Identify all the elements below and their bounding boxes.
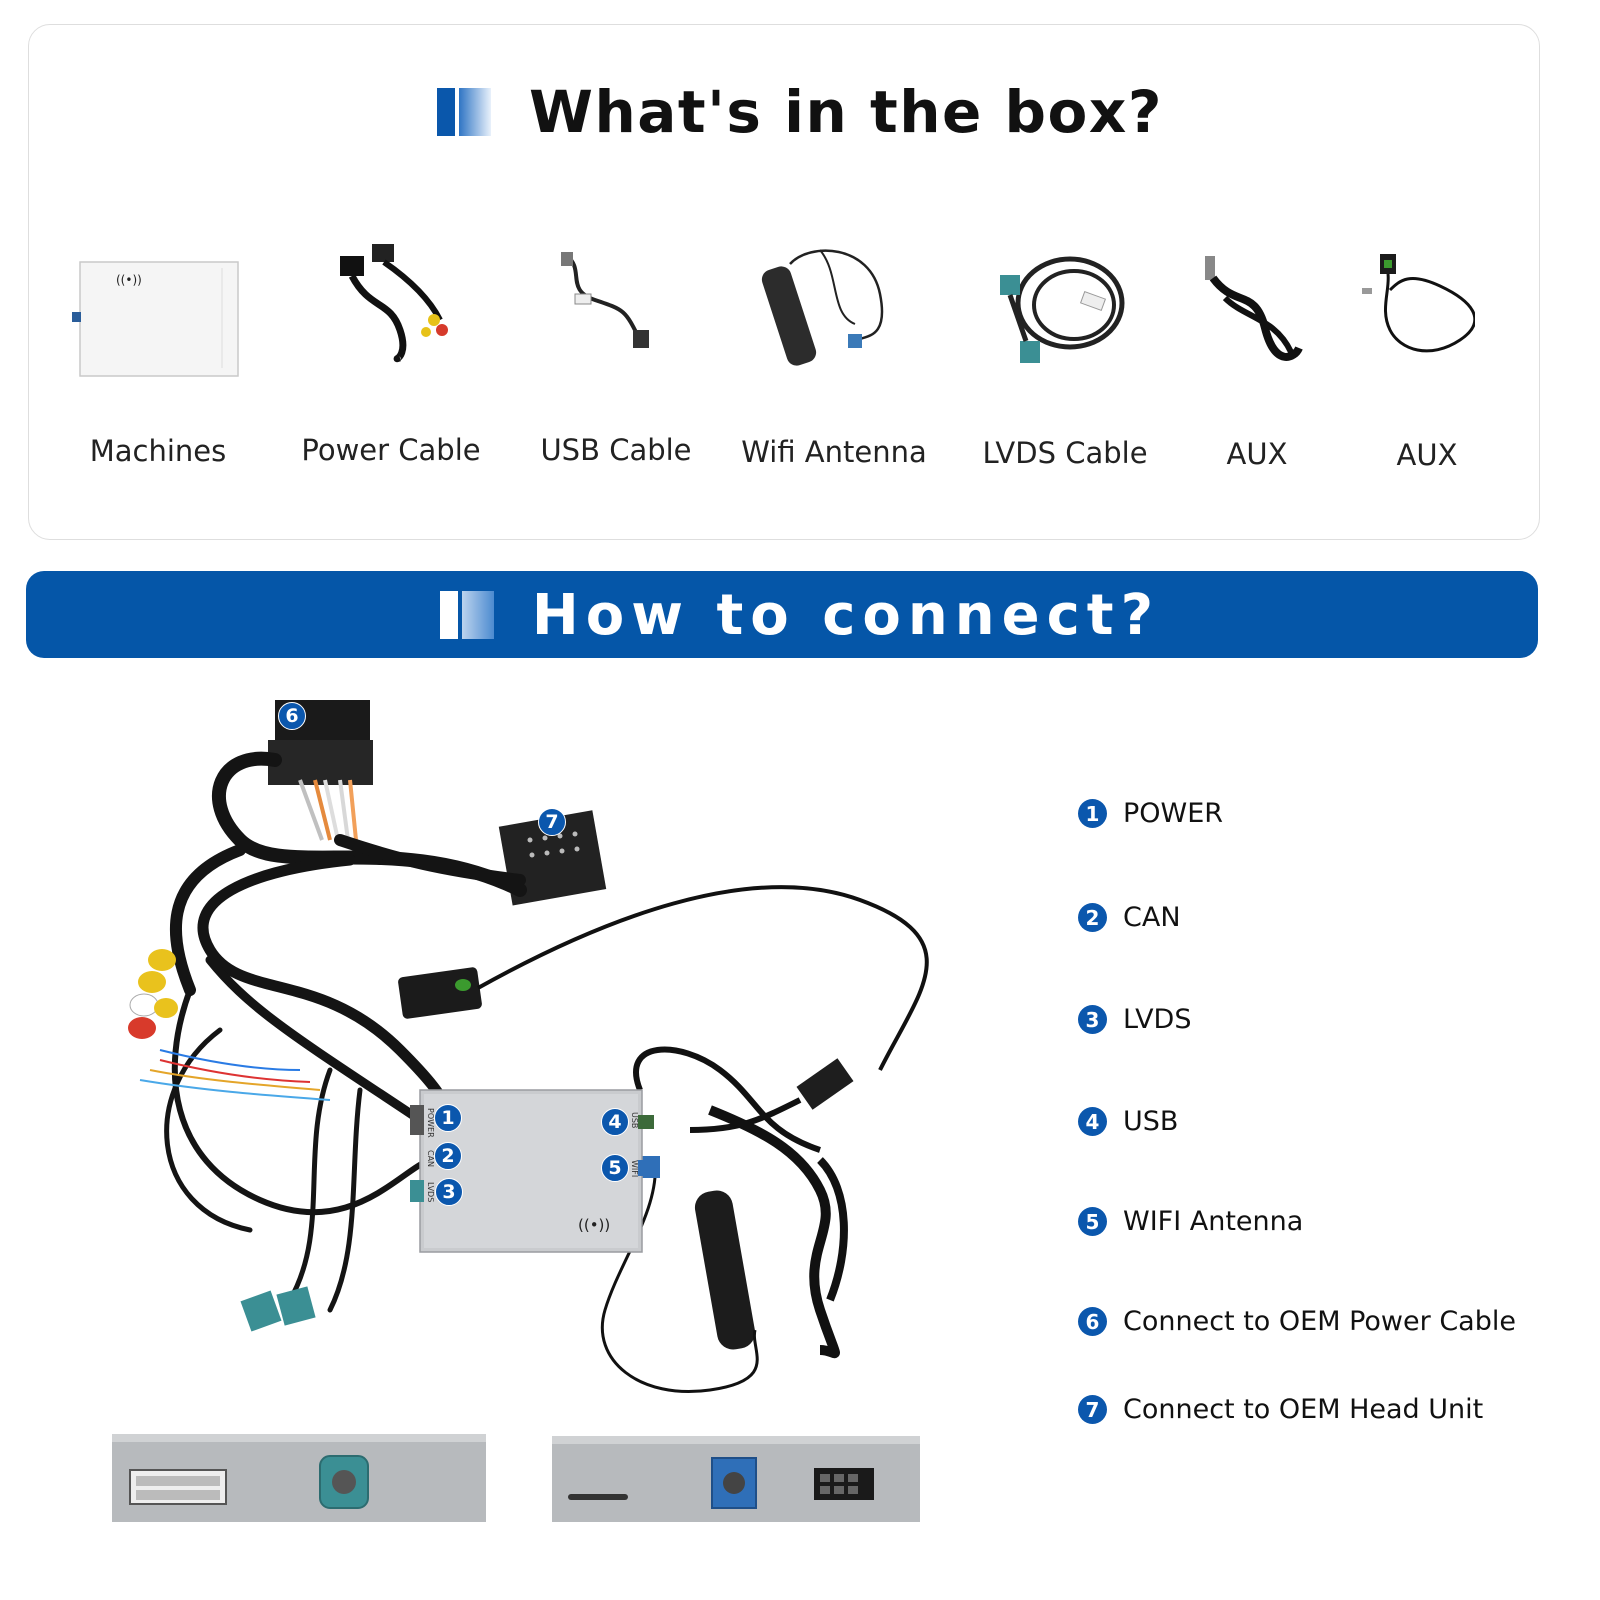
legend-badge: 4 — [1078, 1107, 1107, 1136]
diagram-badge-3: 3 — [435, 1178, 463, 1206]
item-label: AUX — [1396, 438, 1458, 472]
svg-text:((•)): ((•)) — [116, 273, 142, 287]
legend-text: LVDS — [1123, 1004, 1192, 1035]
svg-text:((•)): ((•)) — [578, 1216, 610, 1234]
legend-item-oem-power: 6 Connect to OEM Power Cable — [1078, 1306, 1516, 1337]
item-label: Power Cable — [301, 433, 481, 467]
legend-text: POWER — [1123, 798, 1224, 829]
connect-banner — [26, 571, 1538, 658]
port-label-power: POWER — [426, 1108, 435, 1138]
legend-item-oem-head-unit: 7 Connect to OEM Head Unit — [1078, 1394, 1483, 1425]
diagram-badge-1: 1 — [434, 1104, 462, 1132]
aux-cable-image — [1195, 248, 1310, 368]
diagram-badge-5: 5 — [601, 1154, 629, 1182]
box-section-title: What's in the box? — [529, 78, 1163, 146]
diagram-badge-7: 7 — [538, 808, 566, 836]
item-label: USB Cable — [540, 433, 692, 467]
connect-title-row: How to connect? — [0, 583, 1600, 648]
legend-item-lvds: 3 LVDS — [1078, 1004, 1191, 1035]
usb-cable-image — [555, 250, 665, 360]
title-bars-icon — [439, 591, 494, 639]
diagram-badge-2: 2 — [434, 1142, 462, 1170]
title-bars-icon — [437, 88, 492, 136]
port-label-wifi: WIFI — [630, 1160, 639, 1178]
legend-item-power: 1 POWER — [1078, 798, 1223, 829]
port-label-lvds: LVDS — [426, 1182, 435, 1203]
legend-text: WIFI Antenna — [1123, 1206, 1304, 1237]
machine-box-image: ((•)) — [72, 258, 242, 380]
item-label: Machines — [89, 434, 227, 468]
item-label: LVDS Cable — [982, 436, 1148, 470]
port-side-view-right — [552, 1436, 920, 1526]
legend-text: CAN — [1123, 902, 1181, 933]
port-label-can: CAN — [426, 1150, 435, 1168]
legend-badge: 6 — [1078, 1307, 1107, 1336]
legend-badge: 7 — [1078, 1395, 1107, 1424]
wifi-antenna-image — [760, 244, 895, 369]
aux-module-cable-image — [1360, 250, 1477, 360]
connect-section-title: How to connect? — [531, 582, 1161, 648]
port-label-usb: USB — [630, 1112, 639, 1129]
power-cable-image — [330, 240, 460, 370]
diagram-badge-4: 4 — [601, 1108, 629, 1136]
legend-badge: 3 — [1078, 1005, 1107, 1034]
lvds-cable-image — [990, 245, 1130, 370]
wiring-diagram: ((•)) — [100, 690, 940, 1420]
legend-text: Connect to OEM Head Unit — [1123, 1394, 1484, 1425]
legend-badge: 2 — [1078, 903, 1107, 932]
legend-item-usb: 4 USB — [1078, 1106, 1178, 1137]
legend-item-can: 2 CAN — [1078, 902, 1181, 933]
legend-item-wifi: 5 WIFI Antenna — [1078, 1206, 1303, 1237]
port-side-view-left — [112, 1434, 486, 1526]
item-label: AUX — [1226, 437, 1288, 471]
legend-badge: 5 — [1078, 1207, 1107, 1236]
item-label: Wifi Antenna — [741, 435, 927, 469]
legend-text: Connect to OEM Power Cable — [1123, 1306, 1516, 1337]
diagram-badge-6: 6 — [278, 702, 306, 730]
legend-badge: 1 — [1078, 799, 1107, 828]
box-title-row: What's in the box? — [0, 78, 1600, 146]
legend-text: USB — [1123, 1106, 1179, 1137]
